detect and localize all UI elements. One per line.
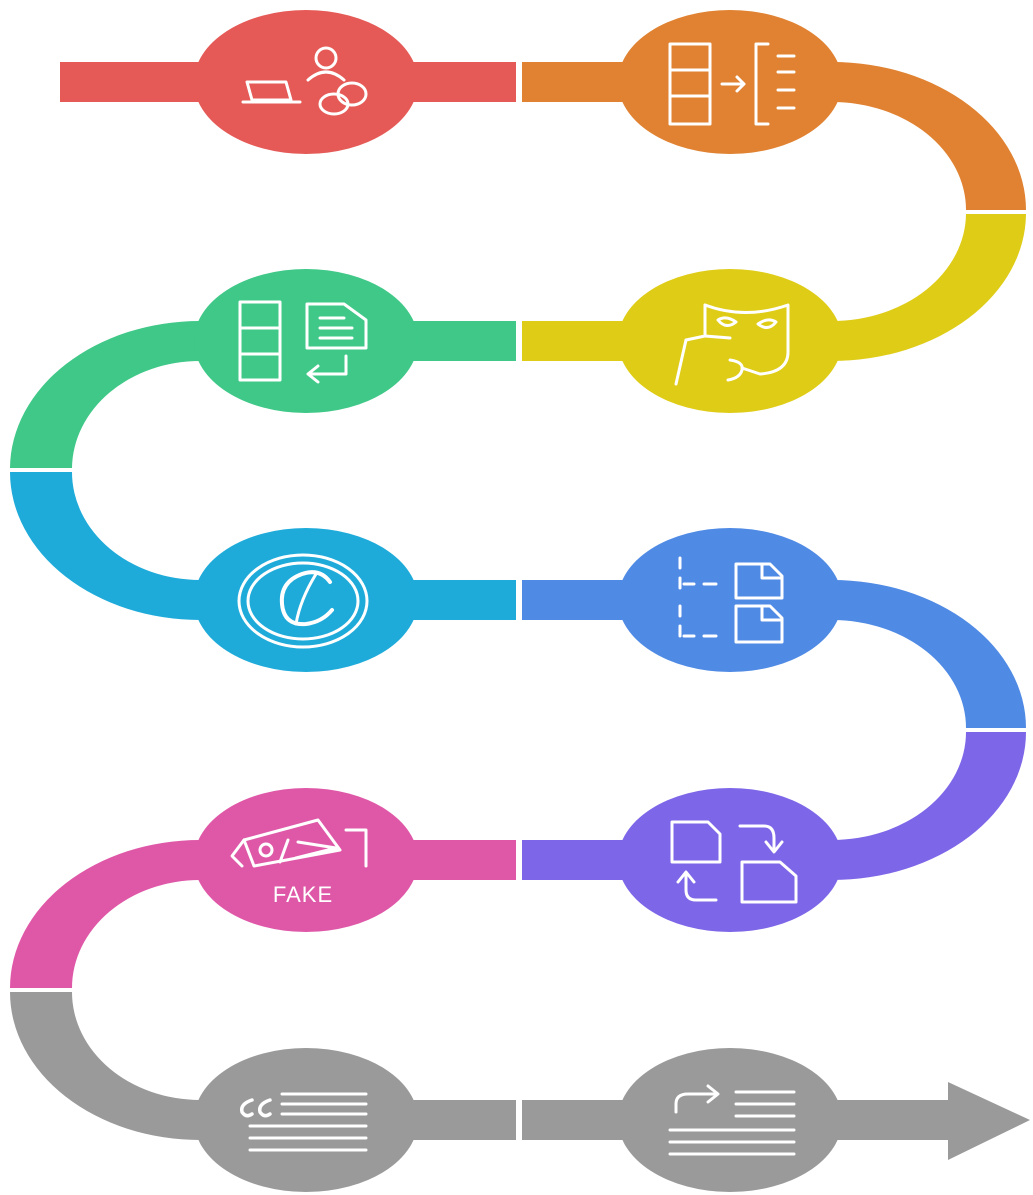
road-segment-9	[10, 992, 516, 1192]
table-document-return-icon	[238, 300, 368, 384]
road-segment-5	[10, 472, 516, 672]
fake-news-icon	[230, 818, 368, 868]
fake-label: FAKE	[273, 882, 333, 907]
swap-documents-icon	[670, 820, 798, 904]
road-segment-1	[60, 10, 516, 154]
road-segment-3	[522, 214, 1026, 413]
quote-text-icon	[239, 1092, 368, 1152]
table-to-document-icon	[668, 42, 796, 126]
road-segment-4	[10, 269, 516, 468]
road-segment-10	[522, 1048, 1030, 1192]
road-segment-6	[522, 528, 1026, 728]
theater-masks-icon	[674, 303, 790, 386]
copyright-icon	[237, 553, 369, 649]
copy-files-icon	[678, 556, 784, 644]
road-segment-2	[522, 10, 1026, 210]
device-users-icon	[241, 46, 368, 116]
road-segment-7	[522, 732, 1026, 932]
share-text-icon	[668, 1084, 796, 1156]
road-segment-8	[10, 788, 516, 988]
